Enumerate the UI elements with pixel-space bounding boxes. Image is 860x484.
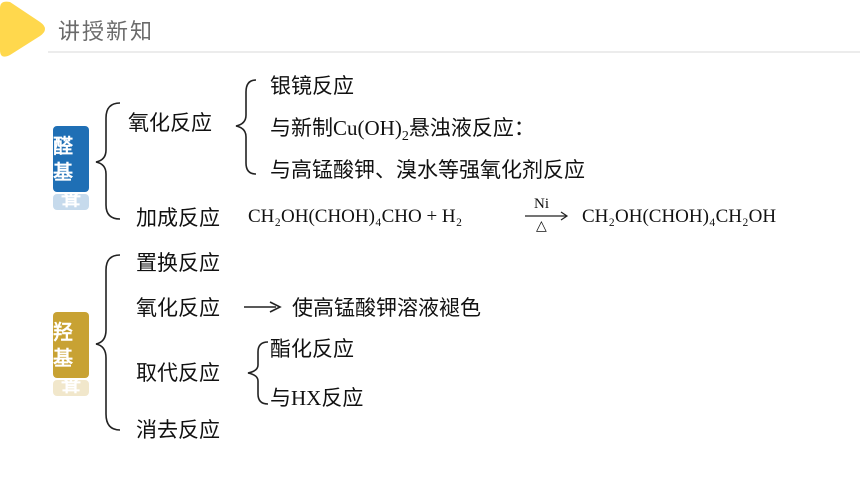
strong-oxidant-reaction: 与高锰酸钾、溴水等强氧化剂反应: [270, 158, 585, 182]
cu-oh2-reaction: 与新制Cu(OH)2悬浊液反应：: [270, 116, 535, 149]
hx-formula: HX: [291, 386, 322, 410]
addition-reactant: CH₂OH(CHOH)₄CHO + H₂: [248, 206, 463, 227]
aldehyde-oxidation-label: 氧化反应: [128, 111, 212, 135]
aldehyde-badge-reflection: 基: [53, 194, 89, 210]
aldehyde-brace: [95, 102, 121, 220]
header-decoration: [0, 1, 860, 57]
aldehyde-badge-label: 醛基: [53, 134, 73, 184]
aldehyde-oxidation-brace: [235, 79, 257, 175]
hydroxyl-badge-label: 羟基: [53, 320, 73, 370]
esterification-reaction: 酯化反应: [270, 337, 354, 361]
addition-product: CH₂OH(CHOH)₄CH₂OH: [582, 206, 777, 227]
hydroxyl-elimination-label: 消去反应: [136, 418, 220, 442]
hydroxyl-badge: 羟基: [53, 312, 89, 378]
hydroxyl-oxidation-result: 使高锰酸钾溶液褪色: [292, 296, 481, 320]
hydroxyl-substitution-brace: [247, 341, 269, 405]
hydroxyl-brace: [95, 254, 121, 431]
hx-prefix: 与: [270, 386, 291, 410]
cu-oh2-formula: Cu(OH): [333, 116, 402, 140]
cu-oh2-subscript: 2: [401, 129, 409, 145]
addition-catalyst: Ni: [534, 196, 549, 212]
aldehyde-addition-label: 加成反应: [136, 206, 220, 230]
cu-oh2-suffix: 悬浊液反应：: [408, 116, 535, 140]
hx-suffix: 反应: [321, 386, 364, 410]
page-title: 讲授新知: [58, 20, 155, 45]
hydroxyl-badge-reflection: 基: [53, 380, 89, 396]
cu-oh2-prefix: 与新制: [270, 116, 333, 140]
hx-reaction: 与HX反应: [270, 386, 363, 410]
aldehyde-badge: 醛基: [53, 126, 89, 192]
hydroxyl-replacement-label: 置换反应: [136, 251, 220, 275]
hydroxyl-oxidation-label: 氧化反应: [136, 296, 220, 320]
condition-arrow-head: [560, 211, 569, 221]
addition-condition: △: [536, 218, 547, 234]
hydroxyl-substitution-label: 取代反应: [136, 361, 220, 385]
oxidation-arrow-head: [269, 301, 282, 313]
silver-mirror-reaction: 银镜反应: [270, 74, 354, 98]
header-accent-shape: [0, 1, 45, 57]
